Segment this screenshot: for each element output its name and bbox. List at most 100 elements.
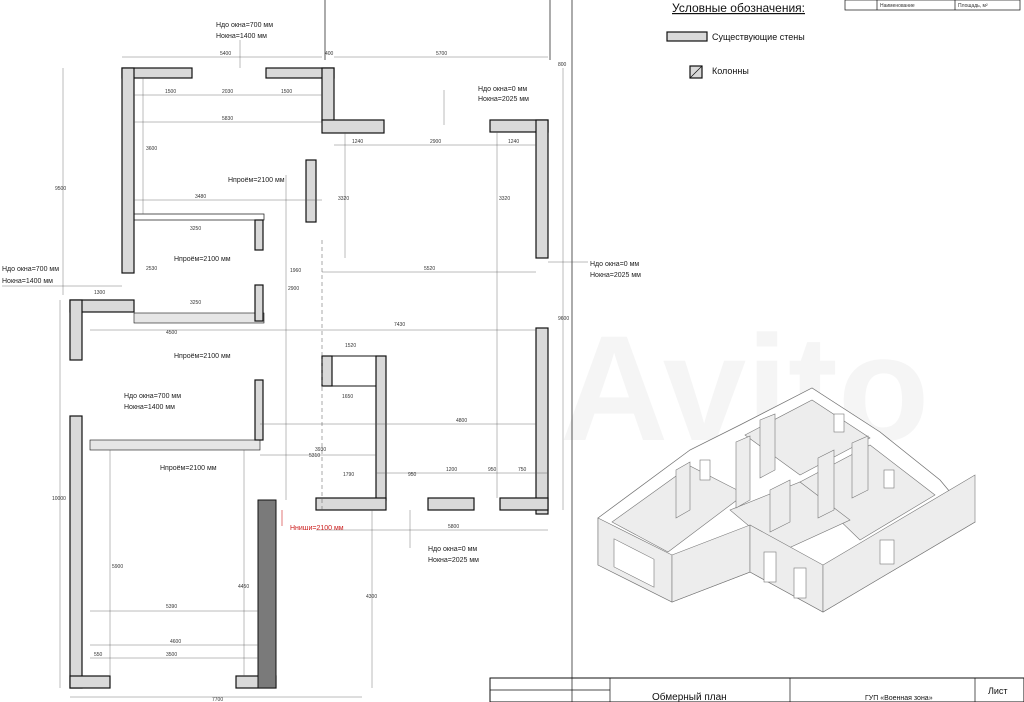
dimension-label: 4800	[456, 418, 467, 424]
dimension-label: 5520	[424, 266, 435, 272]
opening-height-note: Hпроём=2100 мм	[160, 465, 217, 472]
dimension-label: 7430	[394, 322, 405, 328]
legend-title: Условные обозначения:	[672, 1, 805, 15]
dimension-label: 3480	[195, 194, 206, 200]
column-block	[321, 355, 387, 387]
dimension-label: 950	[408, 472, 417, 478]
dimension-label: 5310	[309, 453, 320, 459]
dimension-label: 4300	[366, 594, 377, 600]
dimension-label: 1200	[446, 467, 457, 473]
iso-window	[613, 538, 655, 588]
opening-height-note: Hпроём=2100 мм	[228, 177, 285, 184]
dimension-label: 1300	[94, 290, 105, 296]
sheet-label: Лист	[988, 686, 1008, 696]
wall-segment	[69, 299, 83, 361]
opening-height-note: Hпроём=2100 мм	[174, 256, 231, 263]
dimension-label: 1500	[165, 89, 176, 95]
dimension-label: 10000	[52, 496, 66, 502]
column-swatch-hatch	[689, 65, 703, 79]
iso-wall	[675, 461, 691, 519]
window-sill-note: Hдо окна=700 мм	[124, 393, 181, 400]
dimension-label: 750	[518, 467, 527, 473]
window-height-note: Hокна=1400 мм	[124, 404, 175, 411]
iso-wall	[759, 413, 776, 479]
iso-wall	[769, 479, 791, 533]
iso-window	[879, 539, 895, 565]
niche-height-note: Hниши=2100 мм	[290, 525, 344, 532]
dimension-label: 800	[558, 62, 567, 68]
title-block: Обмерный план ГУП «Военная зона» Лист	[489, 677, 1024, 702]
wall-segment	[69, 415, 83, 689]
dimension-label: 1960	[290, 268, 301, 274]
dimension-lines	[59, 56, 564, 698]
wall-segment	[427, 497, 475, 511]
dimension-label: 5900	[112, 564, 123, 570]
dimension-label: 1240	[352, 139, 363, 145]
area-table-name-header: Наименование	[880, 3, 915, 9]
partition	[89, 439, 261, 451]
iso-window	[699, 459, 711, 481]
wall-segment	[254, 219, 264, 251]
wall-segment	[499, 497, 549, 511]
wall-segment	[321, 119, 385, 134]
window-sill-note: Hдо окна=0 мм	[478, 86, 527, 93]
wall-segment	[121, 67, 135, 274]
dimension-label: 3320	[338, 196, 349, 202]
dimension-label: 3500	[166, 652, 177, 658]
isometric-3d-view	[597, 387, 976, 613]
partition	[133, 312, 265, 324]
partition	[133, 213, 265, 221]
organization-name: ГУП «Военная зона»	[865, 695, 933, 702]
existing-walls-swatch	[666, 31, 708, 42]
niche-wall	[257, 499, 277, 689]
wall-segment	[305, 159, 317, 223]
iso-facade	[822, 474, 976, 613]
dimension-label: 7700	[212, 697, 223, 702]
dimension-label: 5390	[166, 604, 177, 610]
legend-columns-label: Колонны	[712, 66, 749, 76]
window-height-note: Hокна=1400 мм	[2, 278, 53, 285]
dimension-label: 1790	[343, 472, 354, 478]
dimension-label: 3600	[146, 146, 157, 152]
iso-wall	[851, 435, 869, 499]
window-height-note: Hокна=2025 мм	[428, 557, 479, 564]
dimension-label: 1500	[281, 89, 292, 95]
wall-segment	[315, 497, 387, 511]
dimension-label: 2530	[146, 266, 157, 272]
dimension-label: 3250	[190, 300, 201, 306]
dimension-label: 4600	[170, 639, 181, 645]
area-table-area-header: Площадь, м²	[958, 3, 988, 9]
iso-wall	[817, 449, 835, 519]
wall-segment	[69, 675, 111, 689]
dimension-label: 4500	[166, 330, 177, 336]
area-table-header	[844, 0, 1021, 11]
dimension-label: 5830	[222, 116, 233, 122]
wall-segment	[321, 67, 335, 123]
window-height-note: Hокна=2025 мм	[478, 96, 529, 103]
dimension-label: 2030	[222, 89, 233, 95]
dimension-label: 5400	[220, 51, 231, 57]
wall-segment	[375, 355, 387, 501]
dimension-label: 2900	[430, 139, 441, 145]
drawing-name: Обмерный план	[652, 691, 727, 702]
dimension-label: 9600	[558, 316, 569, 322]
dimension-label: 950	[488, 467, 497, 473]
wall-segment	[321, 355, 333, 387]
iso-window	[883, 469, 895, 489]
dimension-label: 2900	[288, 286, 299, 292]
iso-window	[833, 413, 845, 433]
legend-walls-label: Существующие стены	[712, 32, 805, 42]
dimension-label: 400	[325, 51, 334, 57]
dimension-label: 1650	[342, 394, 353, 400]
window-height-note: Hокна=1400 мм	[216, 33, 267, 40]
dimension-label: 3320	[499, 196, 510, 202]
dimension-label: 9500	[55, 186, 66, 192]
opening-height-note: Hпроём=2100 мм	[174, 353, 231, 360]
wall-segment	[254, 284, 264, 322]
window-sill-note: Hдо окна=700 мм	[2, 266, 59, 273]
area-table: Наименование Площадь, м²	[844, 0, 1021, 11]
wall-segment	[535, 119, 549, 259]
window-sill-note: Hдо окна=0 мм	[590, 261, 639, 268]
dimension-label: 550	[94, 652, 103, 658]
